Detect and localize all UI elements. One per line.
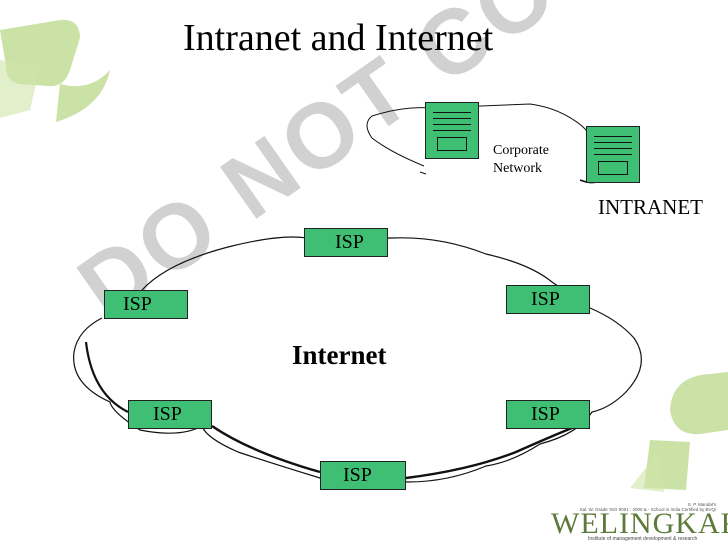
corporate-network-label: Corporate Network: [493, 142, 573, 178]
corporate-network-label-line-1: Corporate: [493, 143, 549, 158]
isp-node-upper-left: ISP: [104, 290, 188, 319]
corporate-network-outline: [366, 103, 605, 167]
server-icon: [425, 102, 479, 159]
welingkar-logo: WELINGKAR: [551, 507, 728, 540]
slide-title: Intranet and Internet: [183, 17, 494, 59]
server-icon: [586, 126, 640, 183]
isp-node-lower-right: ISP: [506, 400, 590, 429]
welingkar-logo-subtitle: Institute of management development & re…: [588, 536, 698, 542]
isp-node-bottom: ISP: [320, 461, 406, 490]
isp-node-upper-right: ISP: [506, 285, 590, 314]
isp-node-top: ISP: [304, 228, 388, 257]
footer-credits: S. P. Mandal's Sal. W. Grade 'ISO 9001 :…: [566, 502, 716, 512]
footer-author-line: S. P. Mandal's: [687, 502, 716, 507]
intranet-label: INTRANET: [598, 195, 703, 219]
isp-node-lower-left: ISP: [128, 400, 212, 429]
internet-label: Internet: [292, 340, 387, 370]
quote-mark-decoration-right: [630, 372, 728, 492]
footer-accreditation-line: Sal. W. Grade 'ISO 9001 : 2000 & - Schoo…: [579, 507, 716, 512]
quote-mark-decoration-left: [0, 19, 110, 122]
corporate-network-label-line-2: Network: [493, 161, 542, 176]
